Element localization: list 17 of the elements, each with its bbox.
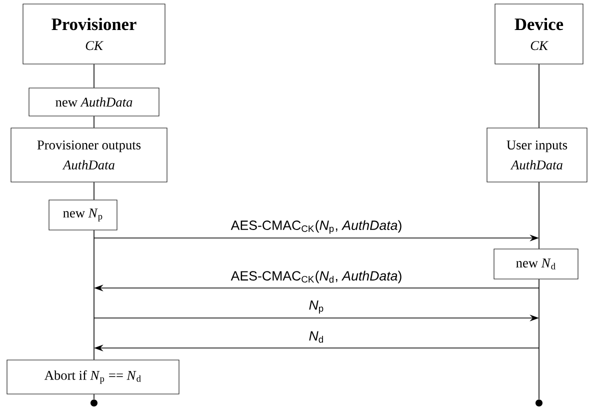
step-box: new AuthData (28, 88, 160, 116)
lifeline (538, 182, 540, 250)
step-box: new N$_{d}$ (494, 248, 578, 280)
actor-box: Provisioner CK (22, 4, 166, 64)
step-box: Abort if N$_{p}$ == N$_{d}$ (6, 360, 180, 394)
edge-label: AES-CMAC$_{CK}$(N$_{p}$, AuthData) (229, 218, 404, 236)
edge-label: N$_{d}$ (307, 330, 326, 344)
edge-label: N$_{p}$ (307, 299, 326, 315)
lifeline (538, 64, 540, 128)
end-dot (536, 400, 542, 406)
step-box: Provisioner outputs AuthData (10, 128, 168, 182)
actor-box: Device CK (494, 4, 584, 64)
lifeline (538, 278, 540, 400)
step-box: new N$_{p}$ (48, 200, 118, 230)
end-dot (90, 400, 98, 406)
edge-label: AES-CMAC$_{CK}$(N$_{d}$, AuthData) (229, 269, 404, 285)
step-box: User inputs AuthData (486, 128, 588, 182)
